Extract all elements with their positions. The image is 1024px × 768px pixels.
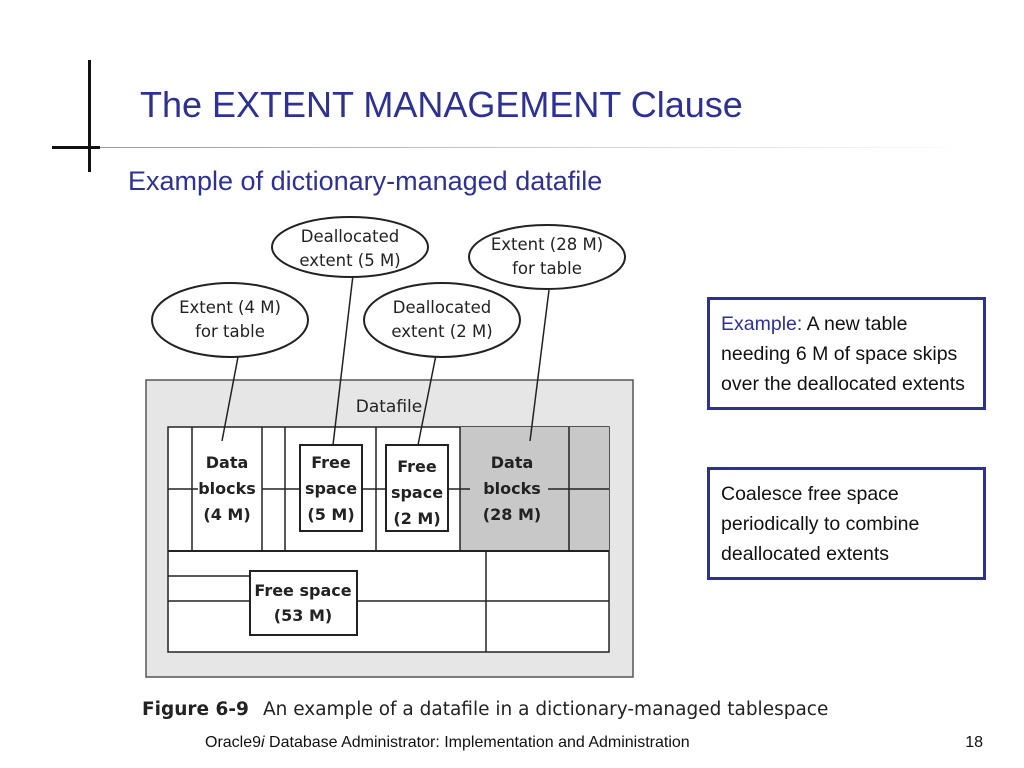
datafile-label: Datafile bbox=[356, 397, 422, 417]
block-label: space bbox=[305, 479, 357, 498]
bubble-deallocated-5m: Deallocated extent (5 M) bbox=[271, 216, 429, 278]
block-label: Free bbox=[311, 453, 351, 472]
block-labels: Data blocks (4 M) Free space (5 M) Free … bbox=[198, 453, 541, 625]
coalesce-text: Coalesce free space periodically to comb… bbox=[721, 483, 920, 565]
block-label: Data bbox=[206, 453, 249, 472]
block-label: Free bbox=[397, 457, 437, 476]
grid-column-dividers bbox=[168, 427, 609, 652]
footer-brand: Oracle9 bbox=[205, 734, 262, 751]
example-callout: Example: A new table needing 6 M of spac… bbox=[707, 297, 986, 410]
block-label: (28 M) bbox=[483, 505, 541, 524]
block-label: space bbox=[391, 483, 443, 502]
figure-number: Figure 6-9 bbox=[142, 699, 249, 720]
bubble-deallocated-2m: Deallocated extent (2 M) bbox=[363, 282, 521, 358]
callout-pointers bbox=[221, 274, 550, 446]
footer-text: Database Administrator: Implementation a… bbox=[264, 734, 690, 751]
bubble-text: for table bbox=[512, 259, 582, 278]
example-text: A new table needing 6 M of space skips o… bbox=[721, 313, 965, 395]
example-lead: Example: bbox=[721, 313, 803, 335]
footer-brand-italic: i bbox=[261, 734, 265, 751]
bubble-text: Deallocated bbox=[393, 298, 492, 317]
free-space-2m-box bbox=[385, 444, 449, 532]
vertical-rule bbox=[88, 60, 91, 172]
free-space-5m-box bbox=[299, 444, 363, 532]
figure-caption-text: An example of a datafile in a dictionary… bbox=[262, 699, 829, 720]
block-label: (5 M) bbox=[307, 505, 354, 524]
free-space-53m-box bbox=[249, 570, 358, 636]
slide-subtitle: Example of dictionary-managed datafile bbox=[128, 166, 603, 196]
bubble-text: extent (2 M) bbox=[391, 322, 492, 341]
figure-caption: Figure 6-9 An example of a datafile in a … bbox=[142, 699, 828, 720]
page-number: 18 bbox=[965, 734, 983, 751]
block-label: Data bbox=[491, 453, 534, 472]
bubble-extent-28m: Extent (28 M) for table bbox=[468, 224, 626, 290]
bubble-text: extent (5 M) bbox=[299, 251, 400, 270]
block-label: (53 M) bbox=[274, 606, 332, 625]
bubble-text: for table bbox=[195, 322, 265, 341]
block-label: (2 M) bbox=[393, 509, 440, 528]
bubble-extent-4m: Extent (4 M) for table bbox=[151, 282, 309, 358]
horizontal-rule-left bbox=[52, 146, 100, 149]
bubble-text: Deallocated bbox=[301, 227, 400, 246]
slide-footer: Oracle9i Database Administrator: Impleme… bbox=[205, 734, 690, 752]
slide-title: The EXTENT MANAGEMENT Clause bbox=[140, 84, 743, 125]
block-label: blocks bbox=[483, 479, 541, 498]
block-label: Free space bbox=[254, 581, 351, 600]
horizontal-rule-fade bbox=[100, 147, 980, 148]
bubble-text: Extent (4 M) bbox=[179, 298, 281, 317]
coalesce-callout: Coalesce free space periodically to comb… bbox=[707, 467, 986, 580]
block-label: blocks bbox=[198, 479, 256, 498]
block-label: (4 M) bbox=[203, 505, 250, 524]
bubble-text: Extent (28 M) bbox=[491, 235, 603, 254]
